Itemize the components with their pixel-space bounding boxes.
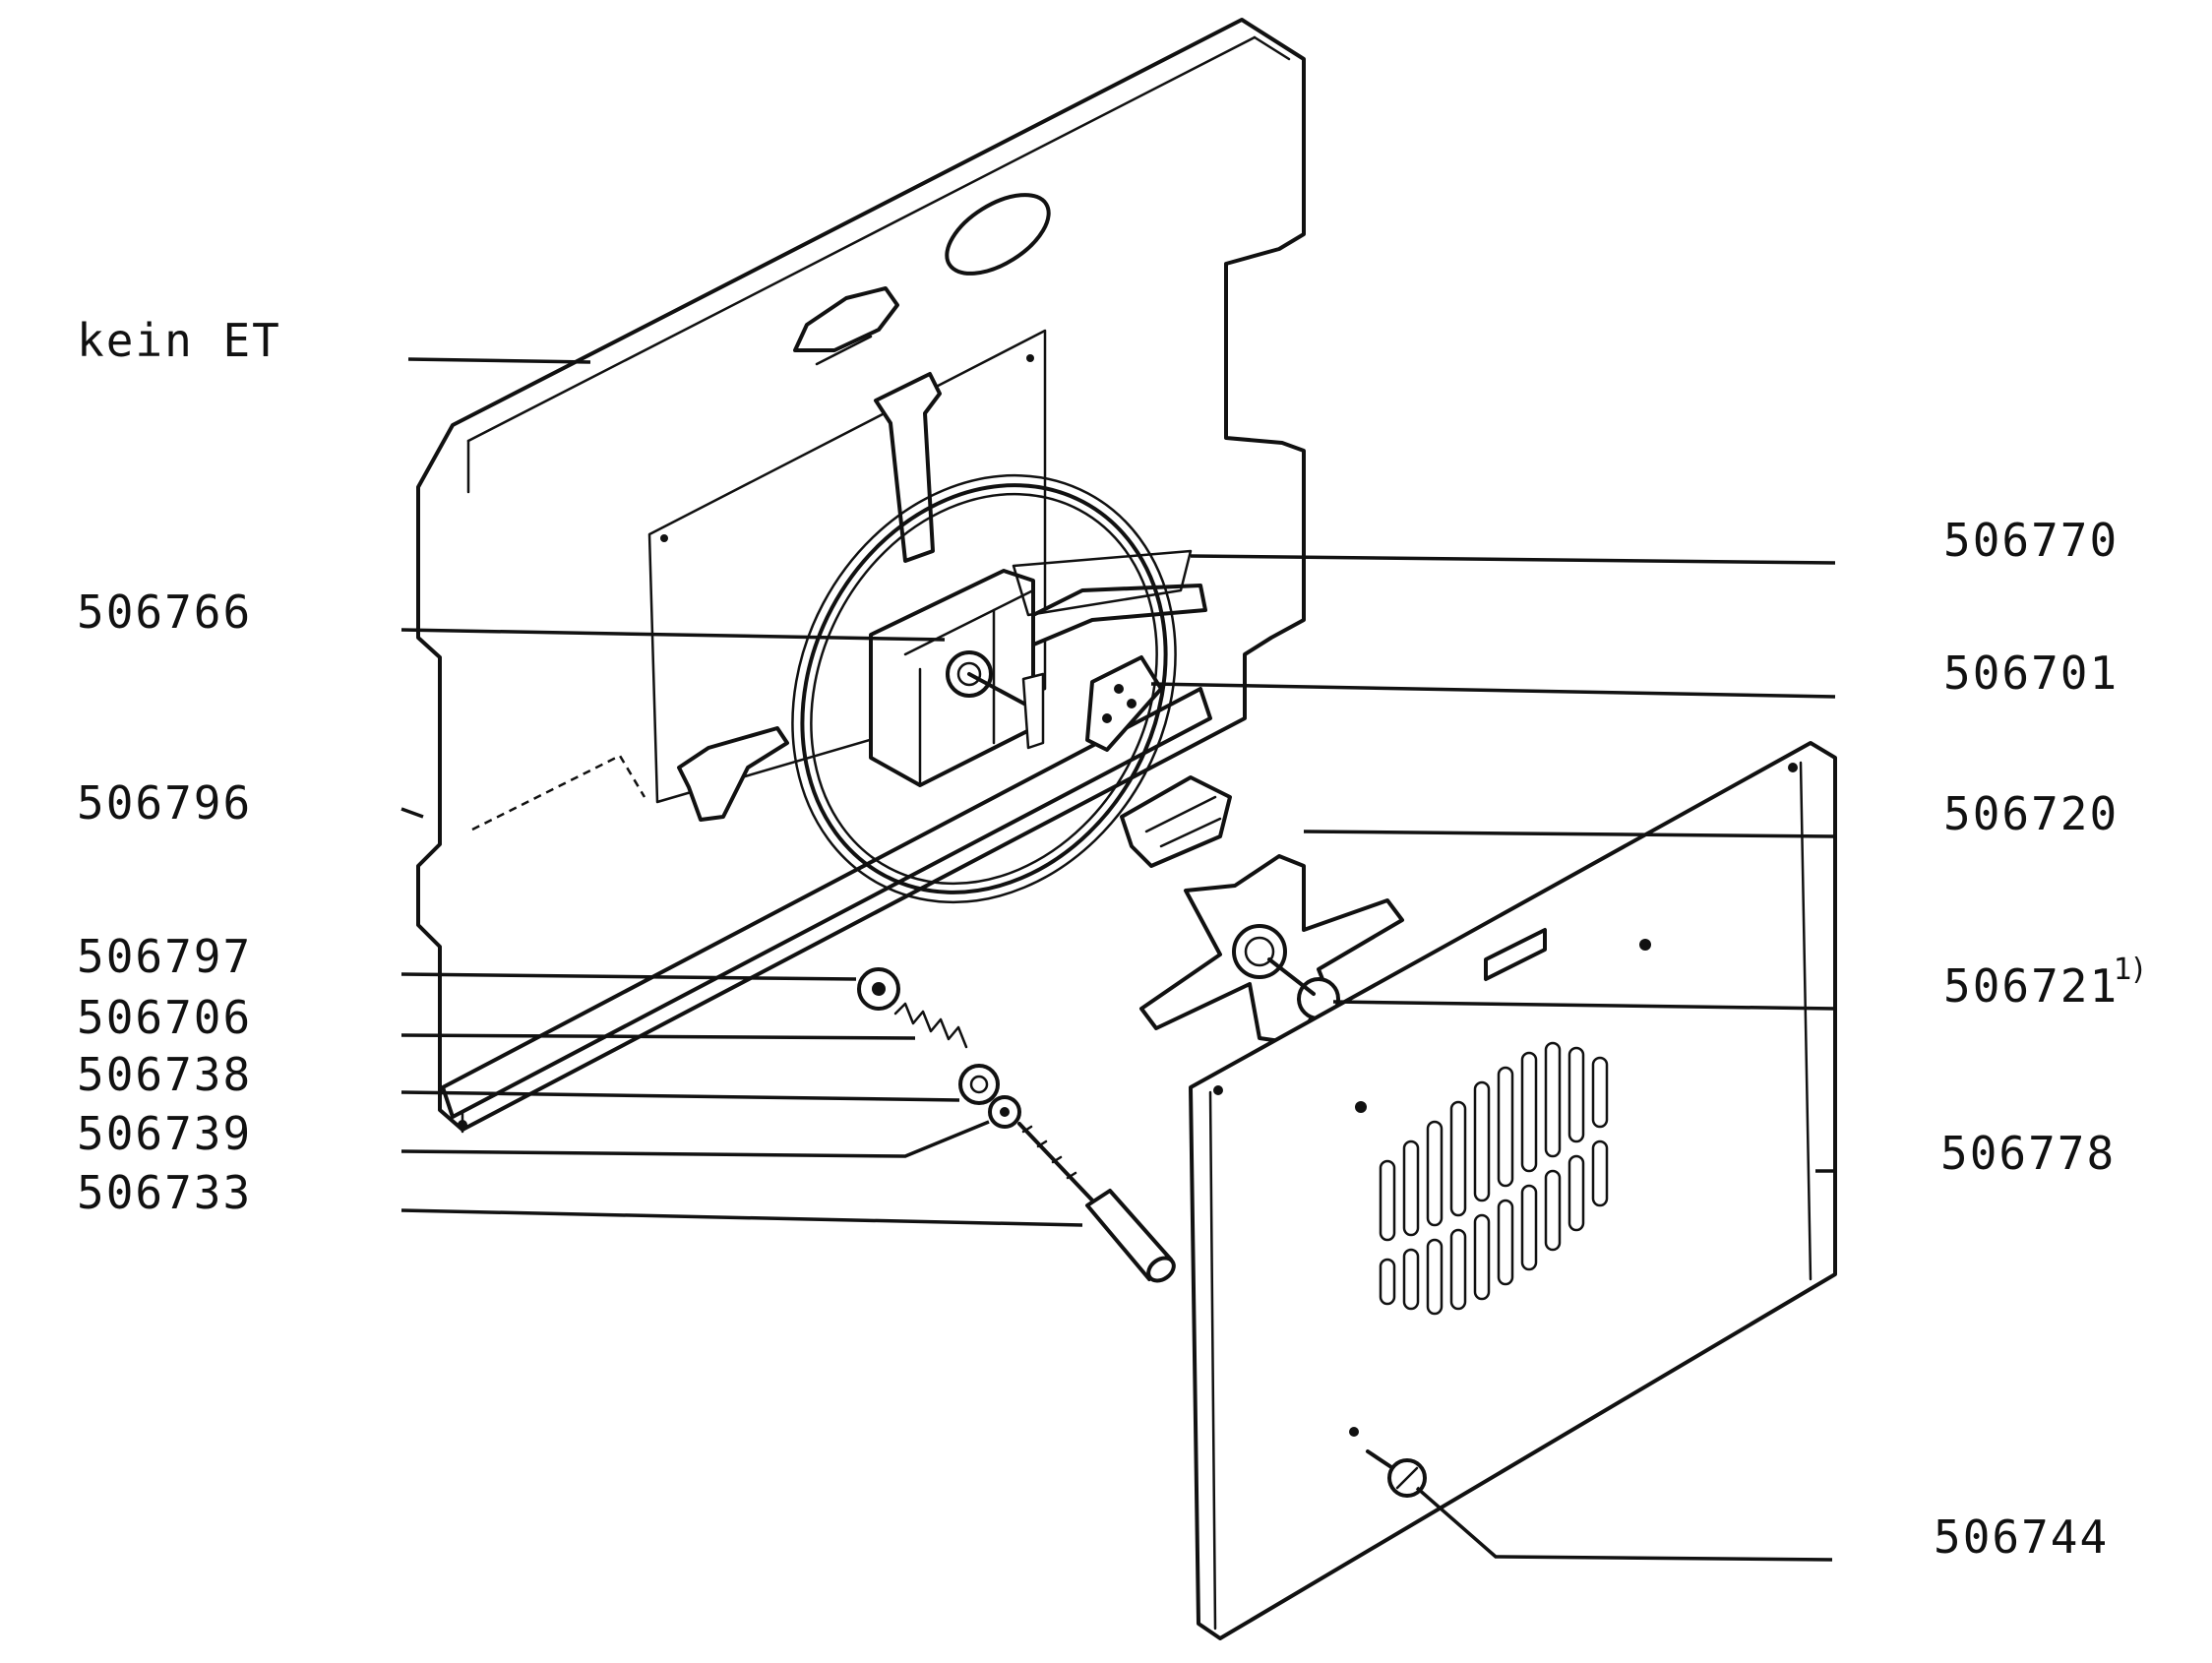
label-506701: 506701 (1943, 647, 2119, 700)
label-506778: 506778 (1940, 1127, 2116, 1180)
label-506738: 506738 (77, 1048, 252, 1101)
label-506744: 506744 (1934, 1510, 2109, 1564)
fan-wheel (1139, 854, 1404, 1045)
back-panel (416, 18, 1306, 1134)
label-506720: 506720 (1943, 787, 2119, 840)
ring-heater (791, 473, 1232, 904)
label-506796: 506796 (77, 776, 252, 830)
label-kein-et: kein ET (77, 314, 281, 367)
label-506733: 506733 (77, 1166, 252, 1219)
label-506721: 506721 (1943, 959, 2119, 1013)
label-506770: 506770 (1943, 514, 2119, 567)
part-labels: kein ET 506766 506796 506797 506706 5067… (77, 314, 2144, 1564)
label-506721-footnote: 1) (2114, 953, 2144, 987)
label-506706: 506706 (77, 991, 252, 1044)
label-506739: 506739 (77, 1107, 252, 1160)
spring-and-shaft-parts (857, 967, 1176, 1283)
grille-slots (1379, 1041, 1609, 1316)
label-506766: 506766 (77, 585, 252, 639)
front-cover-plate (1189, 741, 1837, 1640)
leader-lines (400, 357, 1836, 1562)
label-506797: 506797 (77, 930, 252, 983)
motor-assembly (677, 372, 1207, 822)
